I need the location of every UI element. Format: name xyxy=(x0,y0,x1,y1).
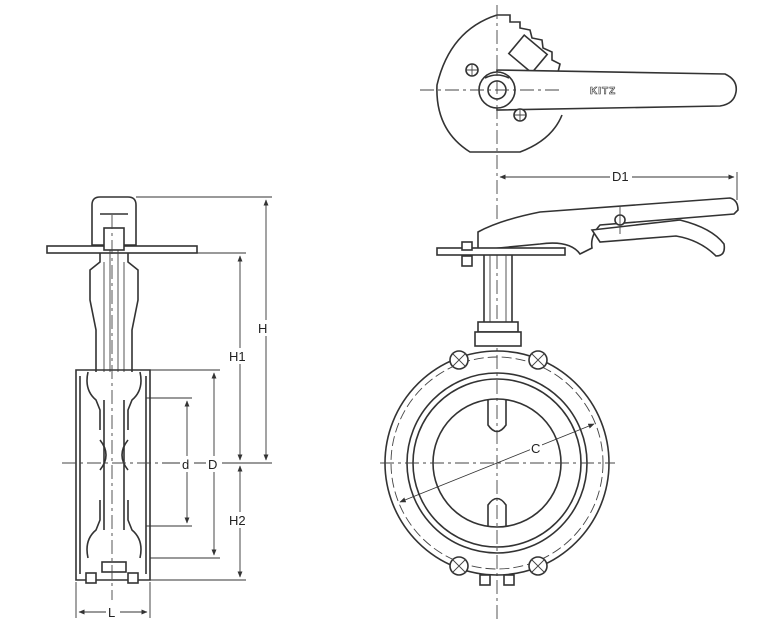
dim-label-h: H xyxy=(258,321,267,336)
front-view: D1 xyxy=(380,168,739,586)
dim-label-l: L xyxy=(108,605,115,620)
dim-label-h2: H2 xyxy=(229,513,246,528)
dim-label-d-outer: D xyxy=(208,457,217,472)
top-view: KITZ xyxy=(420,5,738,620)
dim-label-c: C xyxy=(531,441,540,456)
dim-label-d1: D1 xyxy=(612,169,629,184)
dim-label-h1: H1 xyxy=(229,349,246,364)
dim-label-d-inner: d xyxy=(182,457,189,472)
side-view xyxy=(46,196,272,618)
brand-label: KITZ xyxy=(590,86,616,97)
